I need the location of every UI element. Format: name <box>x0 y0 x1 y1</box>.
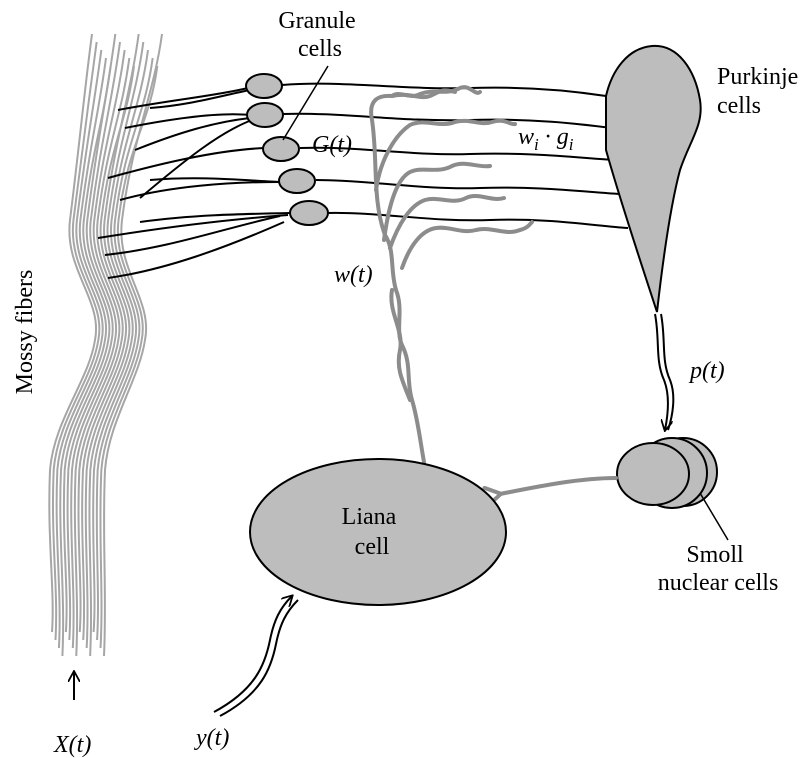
x-t-label: X(t) <box>53 732 91 758</box>
mossy-fibers-label: Mossy fibers <box>12 270 38 395</box>
w-t-label: w(t) <box>334 262 373 288</box>
purkinje-output-axon <box>655 314 673 430</box>
g-t-label: G(t) <box>312 132 352 158</box>
wi-gi-label: wi · gi <box>518 124 574 154</box>
smoll-nuclear-cells-label: Smoll nuclear cells <box>658 542 779 596</box>
liana-cell <box>250 459 506 605</box>
y-input-axon <box>214 596 298 716</box>
y-t-label: y(t) <box>194 725 229 751</box>
granule-cell <box>290 201 328 225</box>
purkinje-cells-label: Purkinje cells <box>717 64 804 119</box>
mossy-fibers-bundle <box>49 34 162 656</box>
granule-cell <box>263 137 299 161</box>
granule-cell <box>279 169 315 193</box>
smoll-label-leader <box>700 493 728 540</box>
nuclear-to-liana-arrow <box>500 478 616 494</box>
granule-cell <box>247 103 283 127</box>
p-t-label: p(t) <box>688 358 725 384</box>
granule-label-leader <box>283 66 328 140</box>
purkinje-cell <box>606 46 701 312</box>
granule-cells-label: Granule cells <box>278 8 361 62</box>
climbing-fiber <box>371 87 532 462</box>
granule-cell <box>246 74 282 98</box>
